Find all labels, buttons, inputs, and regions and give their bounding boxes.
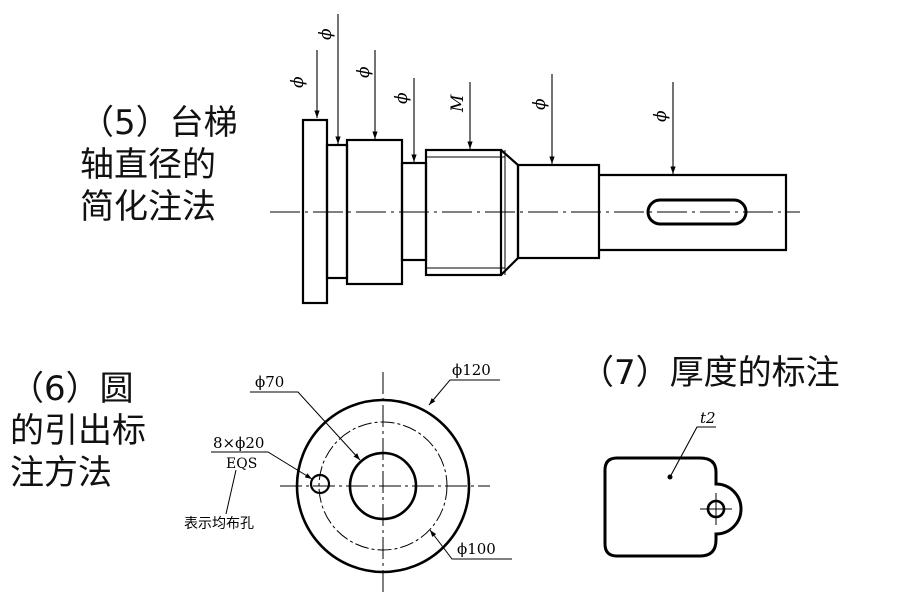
shaft-labels: ϕ ϕ ϕ ϕ M ϕ ϕ xyxy=(288,28,671,122)
flange-bore-circle xyxy=(348,451,418,521)
section6-title-line1: （6）圆 xyxy=(10,369,134,409)
phi-label-3: ϕ xyxy=(354,66,374,78)
phi-label-2: ϕ xyxy=(316,28,336,40)
uniform-holes-note: 表示均布孔 xyxy=(184,516,254,532)
flange-hole xyxy=(309,473,331,495)
section5-title-line3: 简化注法 xyxy=(80,187,216,227)
shaft-leaders xyxy=(314,14,676,174)
flange-view: ϕ70 ϕ120 ϕ100 8×ϕ20 EQS 表示均布孔 xyxy=(184,361,512,592)
section6-title-line2: 的引出标 xyxy=(10,411,146,451)
plate-outline xyxy=(603,456,743,558)
section5-title-line1: （5）台梯 xyxy=(80,103,238,143)
thickness-leader-dot xyxy=(667,474,673,480)
flange-outer-circle xyxy=(295,398,471,574)
leader-d120 xyxy=(428,379,500,406)
thread-label: M xyxy=(448,94,468,113)
stepped-shaft xyxy=(270,118,800,305)
leader-note xyxy=(225,469,237,515)
eqs-label: EQS xyxy=(226,456,257,472)
hole-spec-label: 8×ϕ20 xyxy=(213,434,264,452)
phi-label-5: ϕ xyxy=(530,98,550,110)
d120-label: ϕ120 xyxy=(452,361,491,379)
phi-label-6: ϕ xyxy=(651,110,671,122)
section7-title: （7）厚度的标注 xyxy=(580,353,840,393)
shaft-keyway xyxy=(646,198,748,226)
shaft-end xyxy=(599,173,788,252)
leader-d100 xyxy=(429,529,512,560)
shaft-thread xyxy=(424,148,503,277)
d100-label: ϕ100 xyxy=(457,540,496,558)
section6-title: （6）圆 的引出标 注方法 xyxy=(10,368,146,494)
phi-label-4: ϕ xyxy=(392,92,412,104)
plate-view: t2 xyxy=(603,409,743,558)
section5-title: （5）台梯 轴直径的 简化注法 xyxy=(80,102,238,228)
leader-hole xyxy=(211,451,313,480)
thickness-label: t2 xyxy=(700,409,716,427)
d70-label: ϕ70 xyxy=(255,373,284,391)
section5-title-line2: 轴直径的 xyxy=(80,145,216,185)
thickness-leader xyxy=(669,426,716,478)
phi-label-1: ϕ xyxy=(288,76,308,88)
flange-pitch-circle xyxy=(318,421,448,551)
leader-d70 xyxy=(250,391,361,461)
section6-title-line3: 注方法 xyxy=(10,453,112,493)
shaft-step-5 xyxy=(516,163,601,260)
